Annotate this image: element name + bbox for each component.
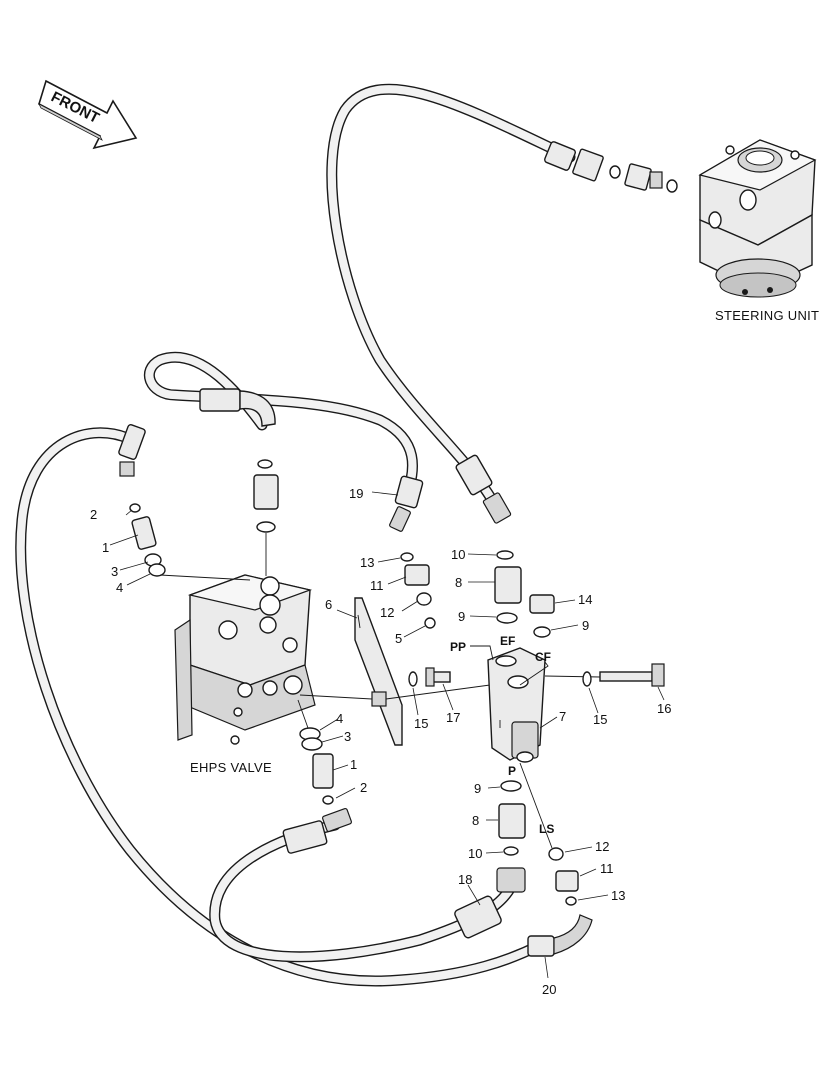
- callout-4: 4: [116, 580, 123, 595]
- callout-18: 18: [458, 872, 472, 887]
- callout-1: 1: [350, 757, 357, 772]
- callout-1: 1: [102, 540, 109, 555]
- ehps-valve-label: EHPS VALVE: [190, 760, 272, 775]
- callout-9: 9: [582, 618, 589, 633]
- callout-12: 12: [595, 839, 609, 854]
- manifold-upper-fittings: [400, 550, 555, 686]
- hose-19: [143, 352, 419, 501]
- leader-lines: [109, 491, 665, 979]
- steering-unit: [698, 139, 817, 298]
- callout-6: 6: [325, 597, 332, 612]
- port-label-ls: LS: [539, 822, 554, 836]
- callout-3: 3: [344, 729, 351, 744]
- callout-15: 15: [593, 712, 607, 727]
- callout-4: 4: [336, 711, 343, 726]
- callout-19: 19: [349, 486, 363, 501]
- callout-15: 15: [414, 716, 428, 731]
- callouts: 2 1 3 4 19 13 11 12 5 6 10 8 9 14 9 15 1…: [90, 486, 671, 997]
- bracket-plate: [299, 597, 491, 746]
- manifold-lower-fittings: [498, 762, 579, 906]
- hose-fittings: [118, 141, 593, 957]
- callout-2: 2: [90, 507, 97, 522]
- steering-fittings: [572, 148, 678, 193]
- callout-16: 16: [657, 701, 671, 716]
- ehps-valve-block: [174, 574, 316, 745]
- callout-13: 13: [360, 555, 374, 570]
- callout-7: 7: [559, 709, 566, 724]
- callout-20: 20: [542, 982, 556, 997]
- callout-10: 10: [451, 547, 465, 562]
- callout-9: 9: [474, 781, 481, 796]
- front-arrow: FRONT: [38, 79, 138, 150]
- callout-13: 13: [611, 888, 625, 903]
- steering-unit-label: STEERING UNIT: [715, 308, 819, 323]
- callout-11: 11: [600, 861, 614, 876]
- callout-10: 10: [468, 846, 482, 861]
- port-label-ef: EF: [500, 634, 515, 648]
- valve-upper-fittings: [129, 459, 279, 581]
- bolts-and-washers: [408, 663, 665, 687]
- callout-2: 2: [360, 780, 367, 795]
- callout-5: 5: [395, 631, 402, 646]
- manifold-block: [487, 647, 546, 763]
- callout-17: 17: [446, 710, 460, 725]
- callout-9: 9: [458, 609, 465, 624]
- callout-11: 11: [370, 578, 384, 593]
- port-label-pp: PP: [450, 640, 466, 654]
- valve-lower-fittings: [297, 699, 334, 805]
- port-label-cf: CF: [535, 650, 551, 664]
- port-label-p: P: [508, 764, 516, 778]
- callout-8: 8: [472, 813, 479, 828]
- callout-3: 3: [111, 564, 118, 579]
- callout-14: 14: [578, 592, 592, 607]
- callout-8: 8: [455, 575, 462, 590]
- callout-12: 12: [380, 605, 394, 620]
